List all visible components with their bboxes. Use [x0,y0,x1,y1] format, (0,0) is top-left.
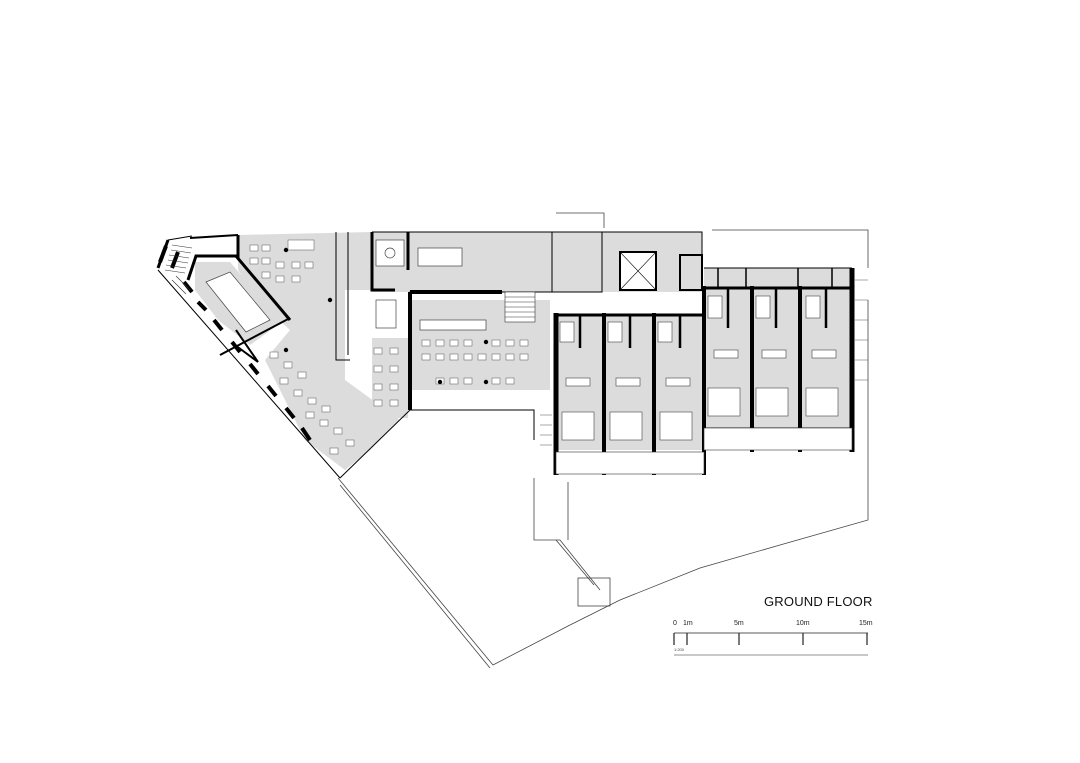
stair-left [164,244,193,295]
terrace-steps [540,279,868,446]
scale-label-1m: 1m [683,620,693,627]
diagonal-wall-segments [158,245,312,442]
stair-core [619,251,703,291]
scale-label-0: 0 [673,620,677,627]
drawing-title: GROUND FLOOR [764,594,873,609]
room-block-b [702,267,855,452]
scale-ratio: 1:200 [674,647,685,652]
stair-central [504,291,536,323]
scale-bar [673,632,868,656]
scale-label-10m: 10m [796,620,810,627]
scale-label-15m: 15m [859,620,873,627]
columns [283,247,489,385]
restaurant-tables [373,339,529,407]
dining-tables [249,239,355,455]
walls [156,231,703,479]
site-boundary [337,212,869,669]
bar-counter [205,239,487,333]
scale-label-5m: 5m [734,620,744,627]
